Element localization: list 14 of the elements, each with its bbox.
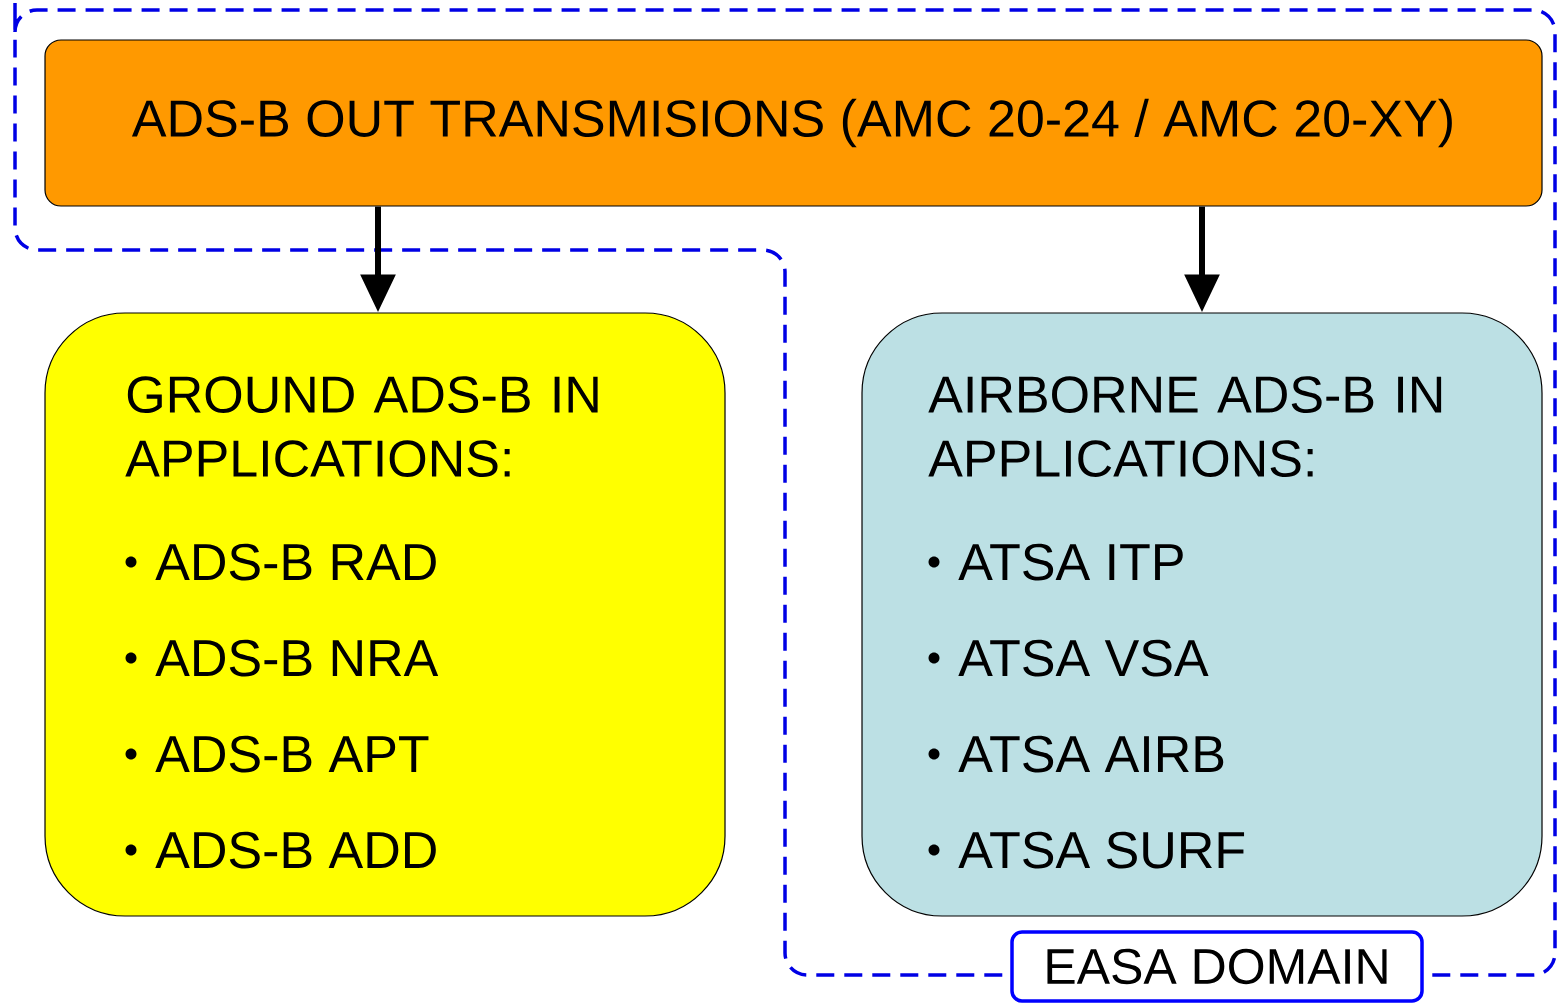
list-item: ATSA AIRB (958, 735, 1224, 773)
list-item: ADS-B NRA (155, 639, 439, 677)
heading-text: AIRBORNE ADS-B IN APPLICATIONS: (928, 376, 1442, 477)
domain-label: EASA DOMAIN (1010, 930, 1424, 1003)
list-item: ADS-B APT (155, 735, 429, 773)
application-box (44, 312, 726, 917)
list-item: ATSA ITP (958, 543, 1183, 581)
application-box (861, 312, 1543, 917)
list-item: ADS-B ADD (155, 831, 436, 869)
list-item: ATSA SURF (958, 831, 1245, 869)
list-item: ATSA VSA (958, 639, 1209, 677)
list-item: ADS-B RAD (155, 543, 436, 581)
heading-text: GROUND ADS-B IN APPLICATIONS: (125, 376, 598, 477)
header-box: ADS-B OUT TRANSMISIONS (AMC 20-24 / AMC 20-XY) (44, 39, 1543, 207)
